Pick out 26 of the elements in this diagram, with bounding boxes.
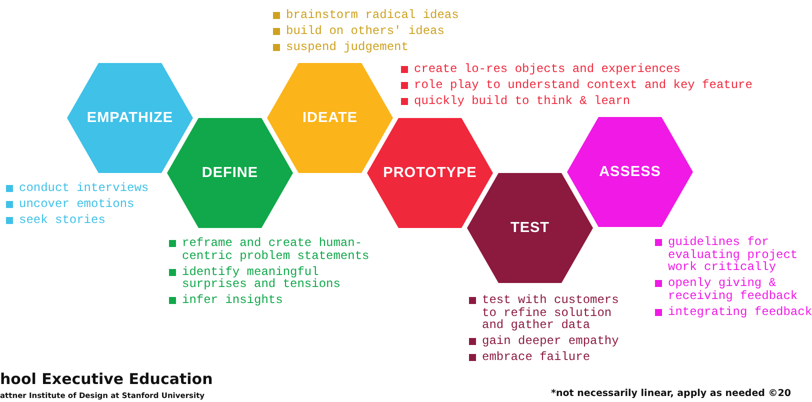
footer-text: hool Executive Education bbox=[0, 370, 213, 388]
bullet-point: create lo-res objects and experiences bbox=[400, 63, 812, 76]
hexagon-label: EMPATHIZE bbox=[86, 110, 174, 126]
hexagon-label: PROTOTYPE bbox=[383, 165, 477, 181]
bullet-point: test with customers to refine solution and gather data bbox=[468, 294, 632, 332]
bullet-point: reframe and create human-centric problem statements bbox=[168, 237, 382, 262]
bullet-point: suspend judgement bbox=[272, 41, 526, 54]
hexagon bbox=[567, 117, 693, 227]
bullet-point: role play to understand context and key feature bbox=[400, 79, 812, 92]
footnote: *not necessarily linear, apply as needed ©20 bbox=[551, 388, 792, 399]
hexagon-label: IDEATE bbox=[302, 110, 358, 126]
bullet-point: gain deeper empathy bbox=[468, 335, 632, 348]
hexagon-label: DEFINE bbox=[202, 165, 258, 181]
hexagon bbox=[367, 118, 493, 228]
bullet-point: openly giving & receiving feedback bbox=[654, 277, 812, 302]
bullet-point: quickly build to think & learn bbox=[400, 95, 812, 108]
bullet-point: guidelines for evaluating project work critically bbox=[654, 236, 812, 274]
bullet-point: integrating feedback bbox=[654, 306, 812, 318]
bullet-point: identify meaningful surprises and tensions bbox=[168, 266, 382, 290]
hexagon-label: TEST bbox=[510, 220, 550, 236]
bullet-point: embrace failure bbox=[468, 351, 632, 364]
hexagon-label: ASSESS bbox=[599, 164, 661, 180]
bullet-point: brainstorm radical ideas bbox=[272, 9, 526, 22]
bullet-point: infer insights bbox=[168, 294, 382, 306]
bullet-point: build on others' ideas bbox=[272, 25, 526, 38]
hexagon bbox=[67, 63, 193, 173]
